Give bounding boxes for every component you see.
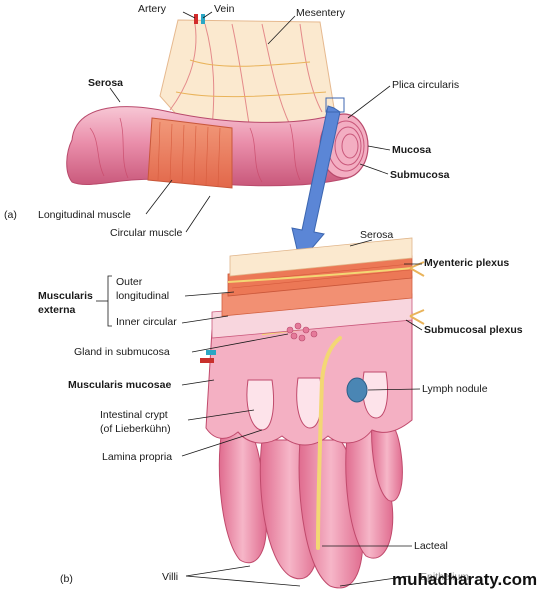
panel-a-label: (a) [4,209,17,221]
tube-vessels [89,117,301,183]
panel-a-illustration [66,14,369,264]
label-serosa-b: Serosa [360,229,393,241]
label-mucosa: Mucosa [392,144,431,156]
watermark: muhadharaty.com [392,570,537,589]
label-musc-mucosae: Muscularis mucosae [68,379,171,391]
label-lamina: Lamina propria [102,451,172,463]
villus [371,419,403,502]
label-artery: Artery [138,3,167,15]
label-outer-2: longitudinal [116,290,169,302]
label-plica: Plica circularis [392,79,459,91]
label-lacteal: Lacteal [414,540,448,552]
panel-b-label: (b) [60,573,73,585]
mesentery-vessels [169,23,327,131]
nerve-exit [409,309,425,325]
artery-stub [194,14,198,24]
label-lymph: Lymph nodule [422,383,488,395]
lymph-nodule [346,377,368,403]
submucosal-glands [286,322,318,342]
label-muscularis-2: externa [38,304,76,316]
zoom-source-box [325,97,345,113]
label-serosa-a: Serosa [88,77,123,89]
villus [218,429,267,564]
label-mesentery: Mesentery [296,7,346,19]
leader-lines [96,11,423,587]
intestinal-crypts [246,371,389,431]
serosa-layer [229,237,413,277]
vein-stub [201,14,205,24]
label-muscularis-1: Muscularis [38,290,93,302]
lacteal [316,336,342,550]
label-inner: Inner circular [116,316,177,328]
label-crypt-1: Intestinal crypt [100,409,168,421]
label-gland: Gland in submucosa [74,346,170,358]
nerve-exit [409,261,425,277]
label-crypt-2: (of Lieberkühn) [100,423,171,435]
labels: Artery Vein Mesentery Serosa Plica circu… [4,3,523,585]
vessel-stub-blue [206,350,216,355]
myenteric-nerve [227,267,413,283]
label-circ-muscle: Circular muscle [110,227,183,239]
label-outer-1: Outer [116,276,143,288]
label-submucosa: Submucosa [390,169,450,181]
label-long-muscle: Longitudinal muscle [38,209,131,221]
muscle-cutaway [147,117,233,189]
muscle-cutaway-fibers [157,121,221,187]
label-vein: Vein [214,3,235,15]
panel-b-illustration [200,237,425,589]
label-epithelium: Epithelium [420,571,469,583]
label-villi: Villi [162,571,178,583]
villi [218,419,403,589]
label-myenteric: Myenteric plexus [424,257,509,269]
vessel-stub-red [200,358,214,363]
label-submucosal-plexus: Submucosal plexus [424,324,523,336]
